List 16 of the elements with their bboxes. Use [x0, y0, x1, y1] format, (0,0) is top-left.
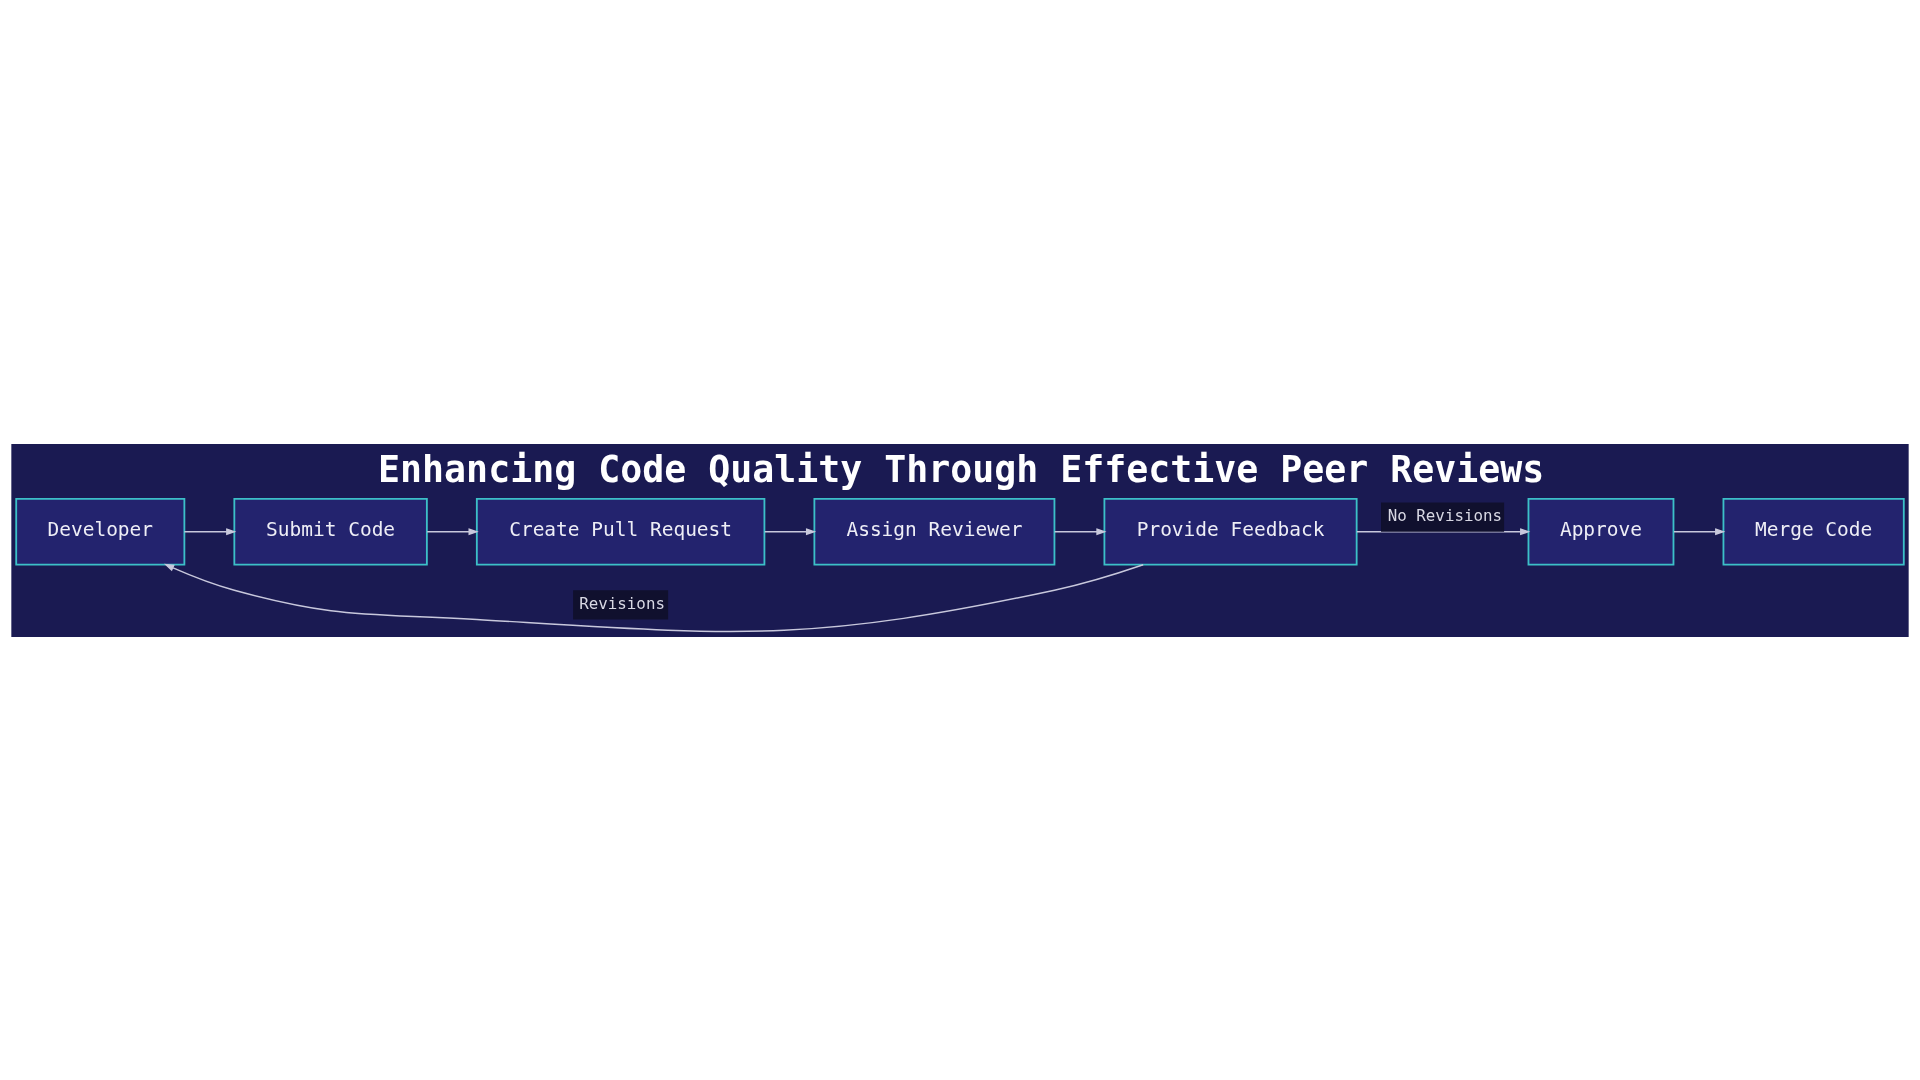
- arrow: [764, 527, 817, 535]
- arrow: [1053, 527, 1107, 535]
- node-box: Merge Code: [1722, 497, 1905, 566]
- node-box: Assign Reviewer: [813, 497, 1056, 566]
- node-box: Approve: [1527, 497, 1675, 566]
- arrow: [183, 527, 237, 535]
- edge-label: No Revisions: [1387, 505, 1503, 525]
- node-box: Developer: [15, 497, 186, 566]
- diagram-title: Enhancing Code Quality Through Effective Peer Reviews: [378, 447, 1545, 491]
- edge-label: Revisions: [579, 593, 665, 613]
- node-box: Create Pull Request: [475, 497, 766, 566]
- arrow: [1673, 527, 1726, 535]
- node-box: Provide Feedback: [1103, 497, 1358, 566]
- arrow: [163, 563, 1144, 632]
- arrow: [426, 527, 479, 535]
- node-box: Submit Code: [233, 497, 428, 566]
